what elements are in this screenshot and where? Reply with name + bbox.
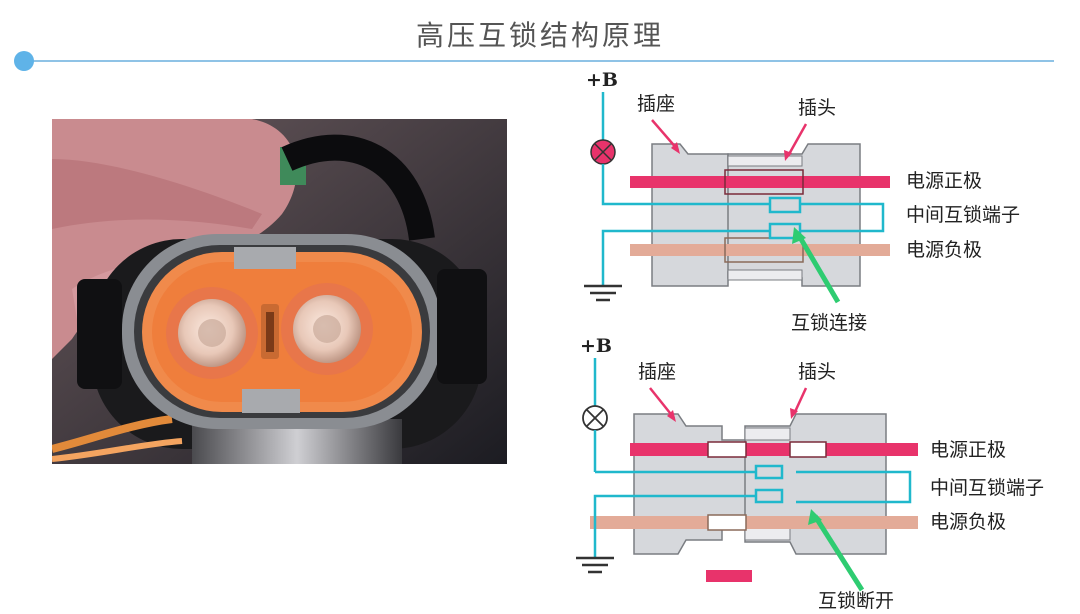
negative-pole-label: 电源负极 bbox=[930, 511, 1006, 533]
interlock-terminal-label: 中间互锁端子 bbox=[930, 477, 1044, 499]
positive-pole-label: 电源正极 bbox=[906, 170, 982, 192]
interlock-state-label: 互锁断开 bbox=[818, 590, 894, 612]
slide-title: 高压互锁结构原理 bbox=[415, 19, 664, 52]
red-marker bbox=[706, 570, 752, 582]
ground-icon bbox=[576, 556, 614, 574]
title-rule bbox=[22, 60, 1054, 62]
socket-label: 插座 bbox=[637, 93, 675, 115]
interlock-terminal-label: 中间互锁端子 bbox=[906, 204, 1020, 226]
negative-pole-label: 电源负极 bbox=[906, 239, 982, 261]
interlock-disconnected-diagram: +B 插座 插头 电源正极 中间互锁端子 电源负极 互锁断开 bbox=[576, 335, 1044, 612]
warning-lamp-icon bbox=[590, 139, 616, 165]
positive-pole-label: 电源正极 bbox=[930, 439, 1006, 461]
connector-photo bbox=[52, 119, 507, 464]
supply-label: +B bbox=[586, 69, 618, 91]
interlock-state-label: 互锁连接 bbox=[791, 312, 867, 334]
supply-label: +B bbox=[580, 335, 612, 357]
socket-label: 插座 bbox=[638, 361, 676, 383]
plug-label: 插头 bbox=[798, 97, 836, 119]
hexagon-bullet-icon bbox=[14, 51, 34, 71]
interlock-connected-diagram: +B 插座 插头 电源正极 中间互锁端子 电源负极 互锁连接 bbox=[584, 69, 1020, 334]
plug-label: 插头 bbox=[798, 361, 836, 383]
ground-icon bbox=[584, 284, 622, 302]
lamp-off-icon bbox=[582, 405, 608, 431]
